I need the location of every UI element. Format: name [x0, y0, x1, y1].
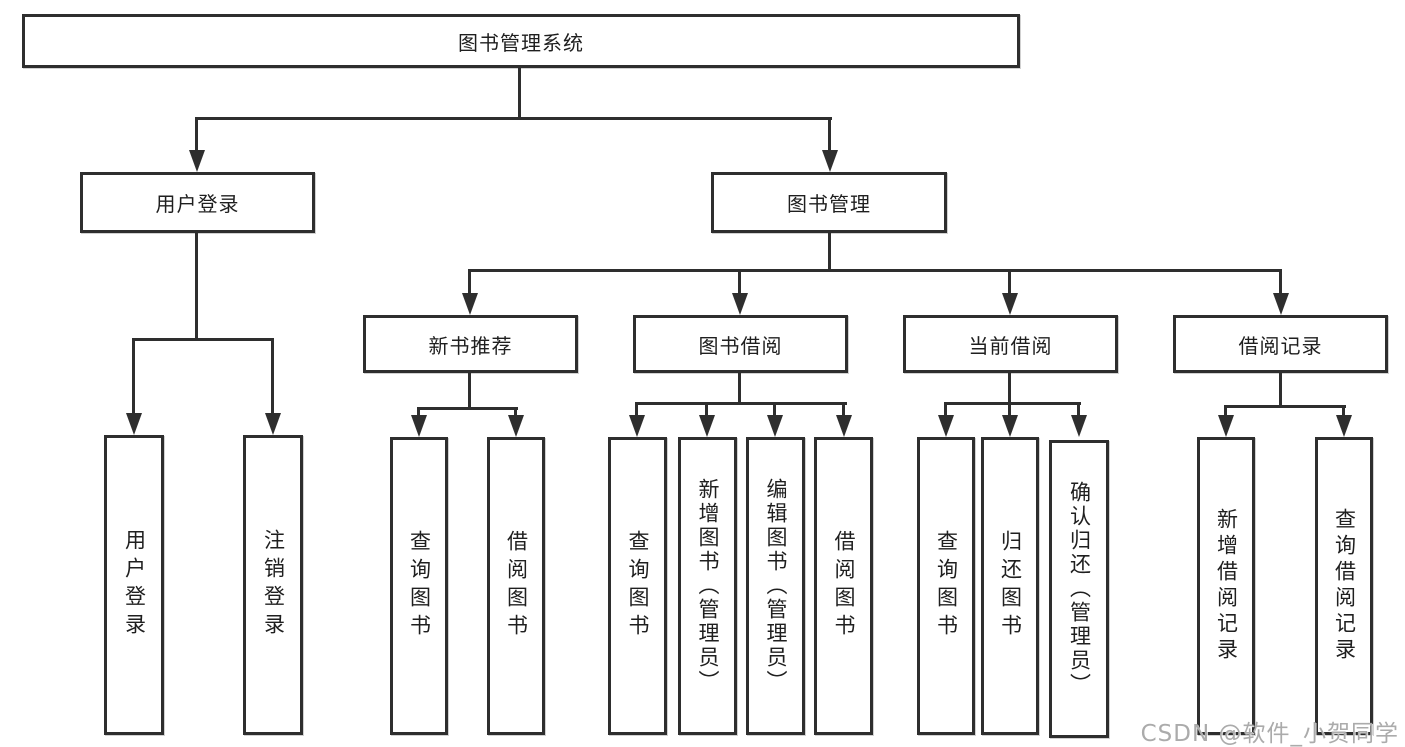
- node-query-books-borrowing: 查询图书: [608, 437, 667, 735]
- connector-line: [842, 402, 845, 416]
- node-add-books-admin-label: 新增图书（管理员）: [696, 478, 720, 694]
- arrow-down-icon: [836, 415, 852, 437]
- connector-line: [738, 269, 741, 294]
- node-return-books: 归还图书: [981, 437, 1039, 735]
- connector-line: [1008, 373, 1011, 405]
- connector-line: [133, 338, 274, 341]
- node-user-login-leaf: 用户登录: [104, 435, 164, 735]
- connector-line: [468, 269, 1282, 272]
- arrow-down-icon: [1218, 415, 1234, 437]
- connector-line: [705, 402, 708, 416]
- node-add-borrow-record: 新增借阅记录: [1197, 437, 1255, 735]
- node-logout-leaf: 注销登录: [243, 435, 303, 735]
- arrow-down-icon: [732, 293, 748, 315]
- connector-line: [828, 117, 831, 151]
- connector-line: [132, 338, 135, 414]
- connector-line: [418, 407, 518, 410]
- connector-line: [468, 269, 471, 294]
- connector-line: [1279, 269, 1282, 294]
- arrow-down-icon: [1002, 415, 1018, 437]
- node-borrow-books-borrowing: 借阅图书: [814, 437, 873, 735]
- node-new-book-recommend-label: 新书推荐: [428, 333, 513, 358]
- node-confirm-return-admin: 确认归还（管理员）: [1049, 440, 1109, 738]
- node-new-book-recommend: 新书推荐: [363, 315, 578, 373]
- node-root-label: 图书管理系统: [458, 30, 584, 55]
- connector-line: [1224, 405, 1227, 417]
- connector-line: [1008, 269, 1011, 294]
- node-query-books-recommend: 查询图书: [390, 437, 448, 735]
- node-current-borrowing: 当前借阅: [903, 315, 1118, 373]
- node-user-login-branch-label: 用户登录: [155, 192, 240, 216]
- node-query-books-current: 查询图书: [917, 437, 975, 735]
- node-query-borrow-record-label: 查询借阅记录: [1332, 508, 1357, 664]
- connector-line: [196, 117, 832, 120]
- node-query-books-recommend-label: 查询图书: [407, 530, 432, 642]
- arrow-down-icon: [938, 415, 954, 437]
- connector-line: [195, 117, 198, 151]
- node-query-borrow-record: 查询借阅记录: [1315, 437, 1373, 735]
- node-add-books-admin: 新增图书（管理员）: [678, 437, 737, 735]
- arrow-down-icon: [1002, 293, 1018, 315]
- connector-line: [1279, 373, 1282, 408]
- node-book-borrowing: 图书借阅: [633, 315, 848, 373]
- node-query-books-current-label: 查询图书: [934, 530, 959, 642]
- watermark: CSDN @软件_小贺同学: [1140, 721, 1399, 747]
- node-root: 图书管理系统: [22, 14, 1020, 68]
- connector-line: [635, 402, 847, 405]
- connector-line: [738, 373, 741, 405]
- arrow-down-icon: [411, 415, 427, 437]
- arrow-down-icon: [1336, 415, 1352, 437]
- node-book-management-branch: 图书管理: [711, 172, 947, 233]
- node-query-books-borrowing-label: 查询图书: [626, 530, 650, 642]
- arrow-down-icon: [189, 150, 205, 172]
- arrow-down-icon: [822, 150, 838, 172]
- node-borrow-books-recommend-label: 借阅图书: [504, 530, 529, 642]
- node-edit-books-admin: 编辑图书（管理员）: [746, 437, 805, 735]
- node-borrowing-records: 借阅记录: [1173, 315, 1388, 373]
- arrow-down-icon: [629, 415, 645, 437]
- arrow-down-icon: [462, 293, 478, 315]
- node-edit-books-admin-label: 编辑图书（管理员）: [764, 478, 788, 694]
- node-add-borrow-record-label: 新增借阅记录: [1214, 508, 1239, 664]
- node-user-login-leaf-label: 用户登录: [122, 529, 147, 641]
- connector-line: [944, 402, 1081, 405]
- node-confirm-return-admin-label: 确认归还（管理员）: [1067, 481, 1092, 697]
- connector-line: [773, 402, 776, 416]
- connector-line: [514, 407, 517, 417]
- node-borrow-books-borrowing-label: 借阅图书: [832, 530, 856, 642]
- connector-line: [468, 373, 471, 410]
- arrow-down-icon: [1071, 415, 1087, 437]
- connector-line: [1342, 405, 1345, 417]
- node-logout-leaf-label: 注销登录: [261, 529, 286, 641]
- arrow-down-icon: [265, 413, 281, 435]
- connector-line: [1224, 405, 1346, 408]
- connector-line: [1008, 402, 1011, 416]
- node-book-borrowing-label: 图书借阅: [698, 333, 783, 358]
- node-book-management-branch-label: 图书管理: [787, 192, 871, 216]
- arrow-down-icon: [699, 415, 715, 437]
- node-current-borrowing-label: 当前借阅: [968, 333, 1053, 358]
- node-borrowing-records-label: 借阅记录: [1238, 333, 1323, 358]
- connector-line: [635, 402, 638, 416]
- connector-line: [1077, 402, 1080, 416]
- connector-line: [271, 338, 274, 414]
- connector-line: [828, 233, 831, 272]
- node-return-books-label: 归还图书: [998, 530, 1023, 642]
- arrow-down-icon: [508, 415, 524, 437]
- connector-line: [518, 68, 521, 119]
- arrow-down-icon: [126, 413, 142, 435]
- connector-line: [195, 233, 198, 341]
- arrow-down-icon: [1273, 293, 1289, 315]
- arrow-down-icon: [767, 415, 783, 437]
- node-user-login-branch: 用户登录: [80, 172, 315, 233]
- node-borrow-books-recommend: 借阅图书: [487, 437, 545, 735]
- connector-line: [944, 402, 947, 416]
- connector-line: [417, 407, 420, 417]
